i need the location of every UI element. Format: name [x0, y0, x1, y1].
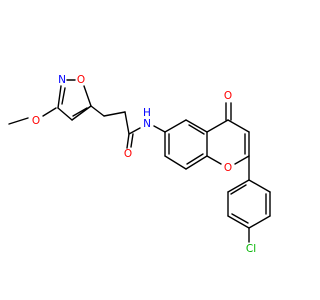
bond-methyl-oxygen	[8, 117, 29, 125]
bond-carbonyl-nh	[128, 127, 141, 135]
bond-c4-c3	[57, 107, 73, 121]
atom-hydrogen-amide: H	[143, 107, 151, 119]
atom-nitrogen-amide: N	[143, 118, 151, 130]
bond-a2-a3	[227, 215, 250, 229]
atom-label-layer: O N O O N H O O Cl	[32, 74, 256, 255]
bond-layer	[8, 79, 271, 243]
bond-c8a-c8-double	[186, 153, 204, 165]
bond-c5-c4	[71, 105, 92, 121]
molecule-structure: O N O O N H O O Cl	[8, 74, 271, 255]
bond-o1-c8a	[206, 155, 222, 165]
atom-nitrogen-isoxazole: N	[58, 74, 66, 86]
bond-c5-c4-double	[72, 107, 88, 117]
bond-c8-c7	[164, 155, 187, 170]
bond-c8a-c8	[185, 155, 208, 170]
bond-ch2a-ch2b	[103, 111, 126, 117]
bond-oxygen-isoxazole-c3	[42, 107, 57, 117]
atom-chlorine: Cl	[246, 243, 256, 255]
bond-a3-a4	[248, 215, 271, 229]
bond-c5-ch2a	[90, 105, 105, 117]
bond-nh-c6	[153, 125, 166, 133]
bond-c5a-c4a-double	[188, 124, 205, 135]
bond-aryl-a1-double	[230, 184, 247, 195]
bond-c3-n	[57, 85, 62, 109]
bond-a5-aryl	[248, 179, 271, 193]
bond-c6-c5a	[164, 119, 187, 133]
bond-c5a-c4a	[185, 119, 208, 133]
atom-oxygen-methoxy: O	[32, 115, 40, 127]
bond-ch2b-carbonyl	[124, 111, 130, 135]
atom-oxygen-amide: O	[124, 148, 132, 160]
bond-a2-a3-double	[231, 213, 249, 224]
atom-oxygen-isoxazole: O	[77, 74, 85, 86]
bond-c4a-c4	[206, 119, 229, 133]
bond-c3-n-double	[61, 87, 66, 105]
bond-o-ring-c5	[83, 85, 92, 107]
bond-carbonyl-oxygen-double	[130, 133, 134, 148]
atom-oxygen-ketone: O	[224, 90, 232, 102]
bond-c4-c3	[227, 119, 250, 133]
bond-aryl-a1	[227, 179, 250, 193]
atom-oxygen-pyran: O	[224, 162, 232, 174]
bond-c2-o1	[234, 155, 250, 165]
bond-carbonyl-oxygen	[126, 133, 130, 149]
